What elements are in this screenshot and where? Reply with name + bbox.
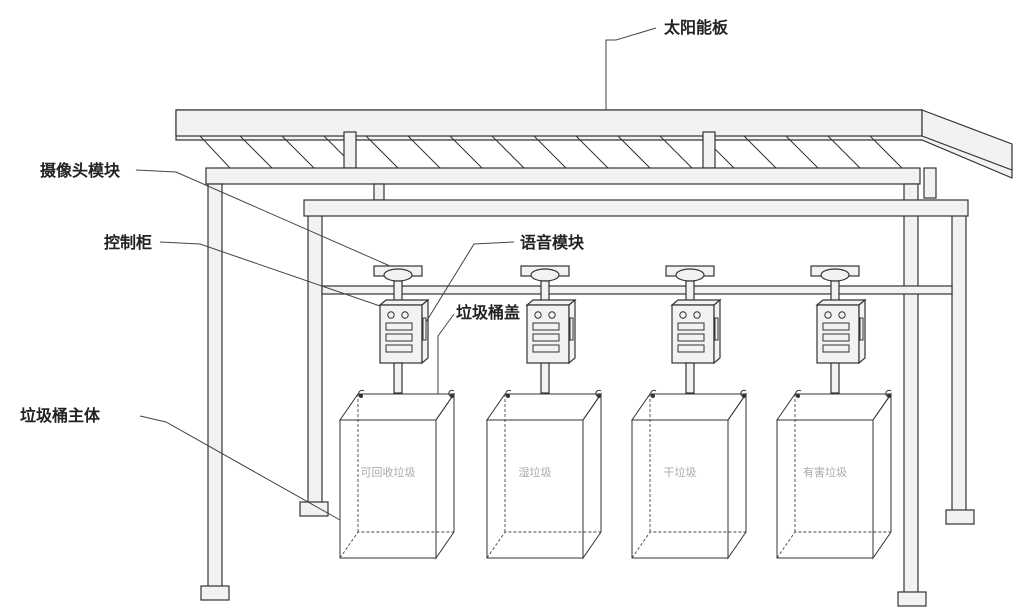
trash-bin-body [631,389,747,560]
back-foot-right [945,509,975,525]
bin-label: 湿垃圾 [519,465,552,479]
back-foot-left [299,501,329,517]
label-camera-module: 摄像头模块 [40,161,121,180]
bin-label: 有害垃圾 [803,465,847,479]
front-post-left [207,183,223,589]
front-beam [205,167,921,185]
label-control-cabinet: 控制柜 [104,233,152,252]
camera-module [373,265,423,306]
leader-control-cabinet [159,241,381,307]
bin-label: 干垃圾 [664,465,697,479]
control-cabinet [378,298,430,365]
label-bin-body: 垃圾桶主体 [20,406,101,425]
leader-camera-module [135,169,391,267]
unit-3: 干垃圾 [631,265,747,560]
label-solar-panel: 太阳能板 [663,18,729,37]
trash-bin-body [486,389,602,560]
back-post-right [951,213,967,515]
label-voice-module: 语音模块 [520,233,585,252]
unit-1: 可回收垃圾 [339,265,455,560]
front-foot-left [200,585,230,601]
unit-2: 湿垃圾 [486,265,602,560]
front-foot-right [897,591,927,607]
control-cabinet [525,298,577,365]
mount-rail [321,285,953,295]
back-beam [303,199,969,217]
units-group: 可回收垃圾 湿垃圾 干垃圾 有害垃圾 [339,265,892,560]
label-bin-lid: 垃圾桶盖 [456,303,520,322]
leader-bin-body [139,415,341,521]
control-cabinet [815,298,867,365]
leader-solar-panel [605,27,657,110]
solar-panel [175,109,1013,199]
leader-bin-lid [437,313,455,394]
trash-bin-body [776,389,892,560]
camera-module [520,265,570,306]
front-post-right [903,183,919,595]
leader-voice-module [425,241,515,323]
control-cabinet [670,298,722,365]
trash-bin-body [339,389,455,560]
back-post-left [307,213,323,505]
camera-module [665,265,715,306]
unit-4: 有害垃圾 [776,265,892,560]
bin-label: 可回收垃圾 [361,465,416,479]
